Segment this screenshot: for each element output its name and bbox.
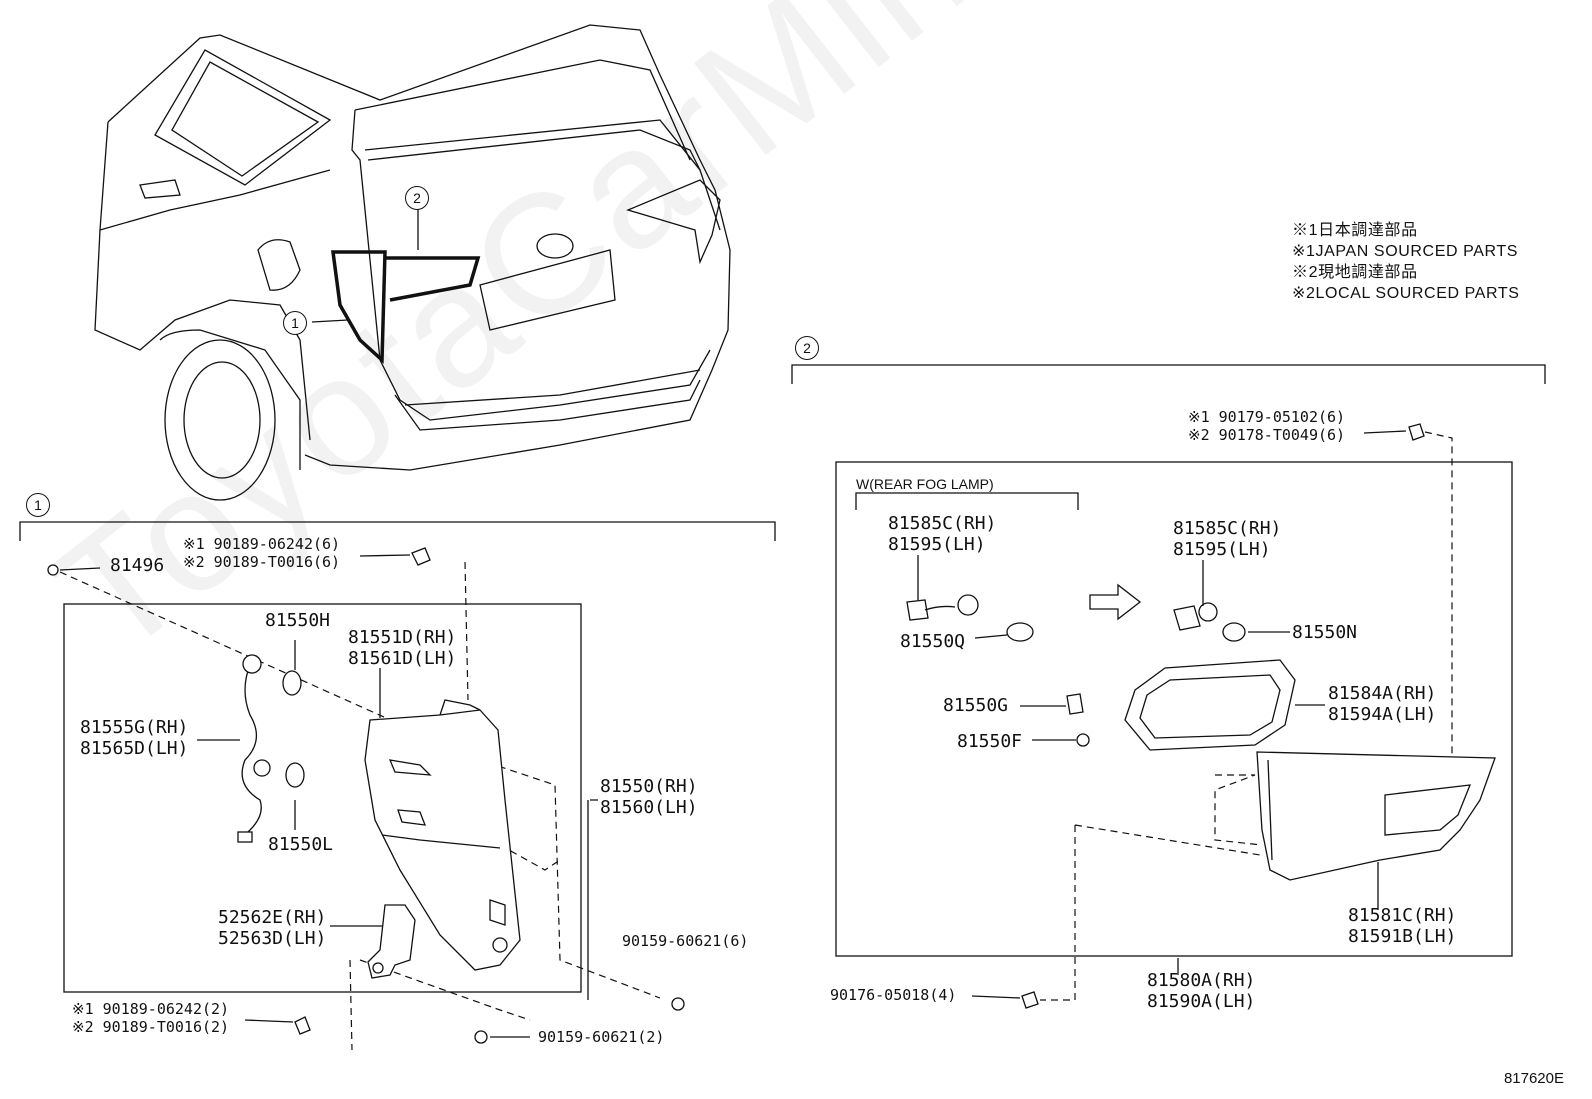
label-nut-2: 90159-60621(2) (538, 1028, 665, 1046)
label-81565D: 81565D(LH) (80, 738, 189, 759)
label-81585C: 81585C(RH) (1173, 518, 1282, 539)
label-81550F: 81550F (957, 731, 1023, 752)
label-81551D: 81551D(RH) (348, 627, 457, 648)
label-81591B: 81591B(LH) (1348, 926, 1457, 947)
label-clip-local: ※2 90178-T0049(6) (1188, 426, 1346, 444)
label-81585C-fog: 81585C(RH) (888, 513, 997, 534)
label-81561D: 81561D(LH) (348, 648, 457, 669)
label-81550Q: 81550Q (900, 631, 966, 652)
label-81590A: 81590A(LH) (1147, 991, 1256, 1012)
label-81555G: 81555G(RH) (80, 717, 189, 738)
label-screw-top-local: ※2 90189-T0016(6) (183, 553, 341, 571)
label-rear-fog-lamp-group: W(REAR FOG LAMP) (856, 476, 994, 492)
label-81581C: 81581C(RH) (1348, 905, 1457, 926)
note-japan-en: ※1JAPAN SOURCED PARTS (1292, 243, 1519, 260)
callout-2: 2 (405, 186, 429, 210)
label-screw-top-japan: ※1 90189-06242(6) (183, 535, 341, 553)
section-1-marker: 1 (26, 493, 50, 517)
label-81560-lh: 81560(LH) (600, 797, 698, 818)
label-81550N: 81550N (1292, 622, 1358, 643)
label-81550H: 81550H (265, 610, 331, 631)
note-local-en: ※2LOCAL SOURCED PARTS (1292, 285, 1520, 302)
label-bolt: 90176-05018(4) (830, 986, 957, 1004)
label-screw-bottom-local: ※2 90189-T0016(2) (72, 1018, 230, 1036)
diagram-code: 817620E (1503, 1070, 1564, 1087)
label-clip-japan: ※1 90179-05102(6) (1188, 408, 1346, 426)
section-2-marker: 2 (795, 336, 819, 360)
label-screw-bottom-japan: ※1 90189-06242(2) (72, 1000, 230, 1018)
vehicle-illustration (94, 24, 731, 501)
label-81550G: 81550G (943, 695, 1009, 716)
label-81496: 81496 (110, 555, 165, 576)
label-52562E: 52562E(RH) (218, 907, 327, 928)
section-1-art (19, 521, 776, 1051)
label-nut-6: 90159-60621(6) (622, 932, 749, 950)
label-81550L: 81550L (268, 834, 334, 855)
label-81594A: 81594A(LH) (1328, 704, 1437, 725)
note-local-jp: ※2現地調達部品 (1292, 264, 1418, 281)
label-81550-rh: 81550(RH) (600, 776, 698, 797)
label-52563D: 52563D(LH) (218, 928, 327, 949)
label-81595: 81595(LH) (1173, 539, 1271, 560)
note-japan-jp: ※1日本調達部品 (1292, 222, 1418, 239)
label-81584A: 81584A(RH) (1328, 683, 1437, 704)
label-81580A: 81580A(RH) (1147, 970, 1256, 991)
section-2-art (791, 364, 1546, 1009)
label-81595-fog: 81595(LH) (888, 534, 986, 555)
callout-1: 1 (283, 311, 307, 335)
